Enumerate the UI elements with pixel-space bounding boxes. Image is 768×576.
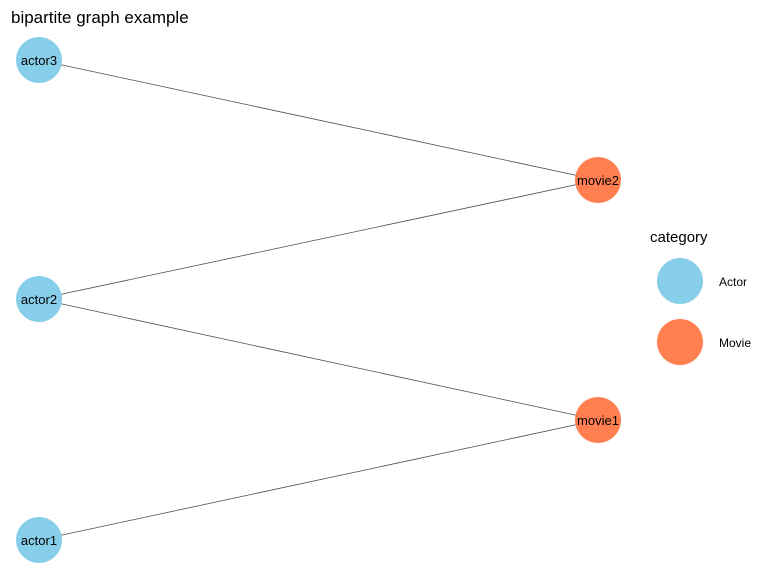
edge-actor2-movie1	[38, 298, 599, 421]
node-circle-actor2	[16, 276, 62, 322]
node-circle-movie2	[575, 157, 621, 203]
node-actor3: actor3	[16, 37, 62, 83]
node-label-actor3: actor3	[21, 53, 57, 68]
legend-title: category	[650, 229, 708, 246]
legend-swatch-actor	[657, 258, 703, 304]
edges-layer	[38, 59, 599, 541]
node-actor2: actor2	[16, 276, 62, 322]
node-label-movie1: movie1	[577, 413, 619, 428]
node-actor1: actor1	[16, 517, 62, 563]
edge-actor3-movie2	[38, 59, 599, 181]
edge-actor2-movie2	[38, 179, 599, 300]
node-circle-movie1	[575, 397, 621, 443]
node-circle-actor1	[16, 517, 62, 563]
legend-item-movie: Movie	[657, 319, 751, 365]
node-label-actor1: actor1	[21, 533, 57, 548]
graph-title: bipartite graph example	[11, 8, 189, 27]
node-circle-actor3	[16, 37, 62, 83]
legend-item-actor: Actor	[657, 258, 747, 304]
node-label-actor2: actor2	[21, 292, 57, 307]
node-movie1: movie1	[575, 397, 621, 443]
legend-swatch-movie	[657, 319, 703, 365]
legend-label-actor: Actor	[719, 275, 747, 289]
nodes-layer: actor3 actor2 actor1 movie2 movie1	[16, 37, 621, 563]
node-movie2: movie2	[575, 157, 621, 203]
node-label-movie2: movie2	[577, 173, 619, 188]
edge-actor1-movie1	[38, 419, 599, 541]
legend: category Actor Movie	[650, 229, 751, 365]
legend-label-movie: Movie	[719, 336, 751, 350]
